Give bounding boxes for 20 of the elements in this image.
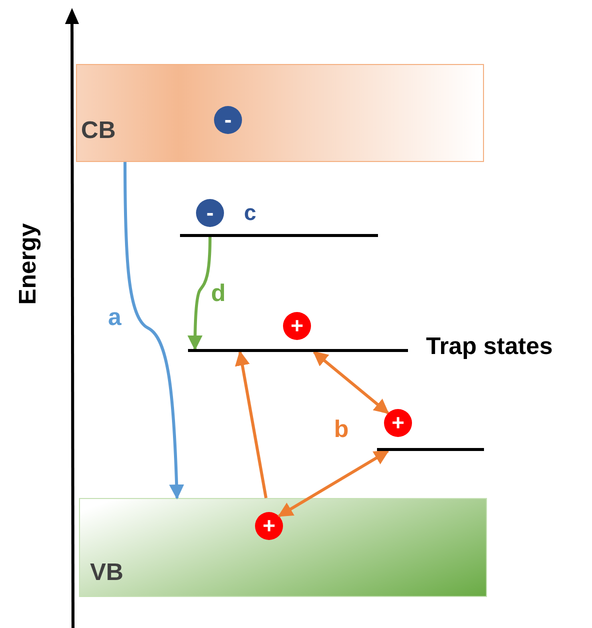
level-label: c [244, 202, 256, 224]
arrow [234, 350, 268, 498]
hole-symbol: + [384, 409, 412, 437]
arrow [278, 450, 390, 518]
hole-symbol: + [255, 512, 283, 540]
band-label: VB [90, 561, 124, 585]
level-label: Trap states [426, 335, 553, 359]
arrow [124, 162, 184, 500]
hole-symbol: + [283, 312, 311, 340]
arrow [188, 236, 212, 350]
axis-title: Energy [16, 223, 41, 305]
energy-level-line [377, 448, 484, 451]
electron-symbol: - [196, 199, 224, 227]
arrow [312, 350, 390, 414]
energy-level-line [188, 349, 408, 352]
electron-symbol: - [214, 106, 242, 134]
conduction-band [76, 64, 484, 162]
energy-level-line [180, 234, 378, 237]
band-label: CB [81, 119, 116, 143]
valence-band [79, 498, 487, 597]
